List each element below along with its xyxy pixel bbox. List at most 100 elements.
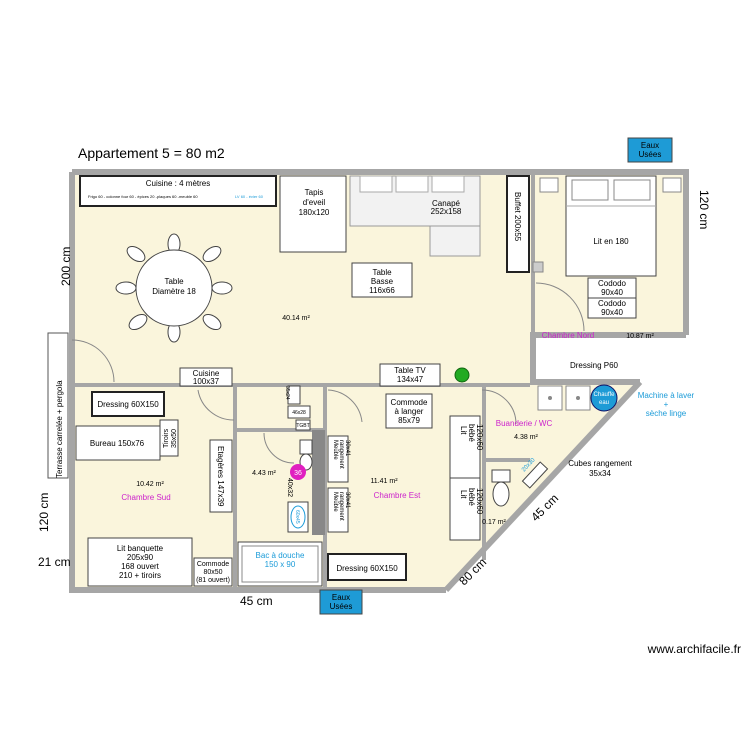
buanderie-area: 4.38 m² <box>514 434 538 441</box>
lit180-label: Lit en 180 <box>593 237 629 246</box>
bath-partition <box>312 430 325 535</box>
table-basse-line-2: Basse <box>371 277 394 286</box>
commode-langer[interactable] <box>385 393 433 429</box>
wc-bowl <box>492 481 510 507</box>
bureau[interactable] <box>75 425 161 461</box>
lit-bebe-1-l1: Lit <box>459 426 468 435</box>
dryer-dot <box>576 396 580 400</box>
washer-dot <box>548 396 552 400</box>
lit-bebe-2-l2: bébé <box>467 488 476 506</box>
etageres[interactable] <box>209 439 233 513</box>
bac-douche-line-1: Bac à douche <box>256 551 305 560</box>
box-35x24 <box>287 385 301 405</box>
living-area: 40.14 m² <box>282 315 310 322</box>
table-tv[interactable] <box>379 363 441 387</box>
lit-bebe-2-l3: 120x60 <box>475 488 484 515</box>
eaux-usees-bottom-l2: Usées <box>330 602 353 611</box>
commode-langer-line-2: à langer <box>395 407 424 416</box>
toilet <box>299 439 313 455</box>
meuble-rangement-2-l3: 30x41 <box>344 492 350 509</box>
cododo-2-line-2: 90x40 <box>601 308 623 317</box>
cuisine-meuble[interactable] <box>179 367 233 387</box>
door-bath <box>263 432 295 464</box>
table-basse[interactable] <box>351 262 413 298</box>
lit-180[interactable] <box>565 175 657 277</box>
dim-right-120: 120 cm <box>697 190 711 229</box>
meuble-rangement-1-l1: Meuble <box>332 440 338 460</box>
tapis-line-2: d'eveil <box>303 198 326 207</box>
eaux-usees-top-l1: Eaux <box>641 141 659 150</box>
tapis-eveil[interactable] <box>279 175 347 253</box>
kitchen-counter[interactable] <box>79 175 277 207</box>
lavabo-bowl <box>290 505 306 529</box>
chambre-est-area: 11.41 m² <box>370 478 398 485</box>
closet-area: 0.17 m² <box>482 519 506 526</box>
door-est <box>327 389 363 423</box>
tapis-line-3: 180x120 <box>299 208 330 217</box>
wc-tank <box>491 469 511 483</box>
cubes-line-1: Cubes rangement <box>568 459 632 468</box>
dining-table[interactable] <box>115 233 233 343</box>
meuble-rangement-2[interactable] <box>327 487 349 533</box>
chauffe-eau[interactable] <box>590 384 618 412</box>
terrace-box <box>47 332 69 479</box>
wall-top <box>72 169 689 335</box>
eaux-usees-bottom <box>319 589 363 615</box>
door-terrace <box>71 339 115 383</box>
lit-bebe-2[interactable] <box>449 477 481 541</box>
table-line-1: Table <box>164 277 184 286</box>
chauffe-eau-line-2: eau <box>599 400 609 406</box>
chauffe-eau-line-1: Chauffe <box>594 392 616 398</box>
tiroirs-line-1: Tiroirs <box>163 428 170 448</box>
dressing-sud[interactable] <box>91 391 165 417</box>
table-basse-line-1: Table <box>372 268 392 277</box>
stool-label: 36 <box>294 470 302 477</box>
chair <box>128 313 148 331</box>
tgbt <box>295 419 311 431</box>
lit-banquette-line-2: 205x90 <box>127 553 154 562</box>
commode-sud-line-1: Commode <box>197 561 229 568</box>
buffet[interactable] <box>506 175 530 273</box>
dressing-est-label: Dressing 60X150 <box>336 564 398 573</box>
buanderie-name: Buanderie / WC <box>496 419 553 428</box>
dressing-est[interactable] <box>327 553 407 581</box>
canape[interactable] <box>349 175 481 257</box>
table-line-2: Diamètre 18 <box>152 287 196 296</box>
diag-shelf <box>521 461 549 489</box>
dressing-p60: Dressing P60 <box>570 361 619 370</box>
dryer <box>565 385 591 411</box>
chambre-est-name: Chambre Est <box>374 491 421 500</box>
kitchen-details: Frigo 60 - colonne four 60 - épices 20 -… <box>88 194 198 199</box>
chambre-nord-name: Chambre Nord <box>542 331 594 340</box>
cuisine-meuble-line-2: 100x37 <box>193 377 220 386</box>
chair <box>202 313 222 331</box>
dim-left-120: 120 cm <box>37 493 51 532</box>
nightstand-right <box>662 177 682 193</box>
meuble-rangement-1[interactable] <box>327 435 349 483</box>
cubes-line-2: 35x34 <box>589 469 611 478</box>
buffet-label: Buffet 200x55 <box>513 192 522 242</box>
plant <box>454 367 470 383</box>
table-tv-line-1: Table TV <box>394 366 426 375</box>
commode-sud[interactable] <box>193 557 233 587</box>
meuble-rangement-2-l1: Meuble <box>332 492 338 512</box>
lit-bebe-1-l2: bébé <box>467 424 476 442</box>
machine-line-1: Machine à laver <box>638 391 695 400</box>
stool <box>290 464 306 480</box>
bac-douche[interactable] <box>237 541 323 587</box>
box-35x24-label: 35x24 <box>284 386 290 400</box>
lit-bebe-2-l1: Lit <box>459 490 468 499</box>
chair <box>211 281 233 295</box>
cododo-2-line-1: Cododo <box>598 299 627 308</box>
dim-bottom-45: 45 cm <box>240 594 273 608</box>
lit-banquette[interactable] <box>87 537 193 587</box>
lavabo-label: 60x45 <box>294 510 300 524</box>
cuisine-meuble-line-1: Cuisine <box>193 369 220 378</box>
dim-left-21: 21 cm <box>38 555 71 569</box>
cododo-2[interactable] <box>587 297 637 319</box>
table-basse-line-3: 116x66 <box>369 286 395 295</box>
cododo-1-line-1: Cododo <box>598 279 627 288</box>
table-tv-line-2: 134x47 <box>397 375 424 384</box>
commode-sud-line-2: 80x50 <box>203 569 222 576</box>
